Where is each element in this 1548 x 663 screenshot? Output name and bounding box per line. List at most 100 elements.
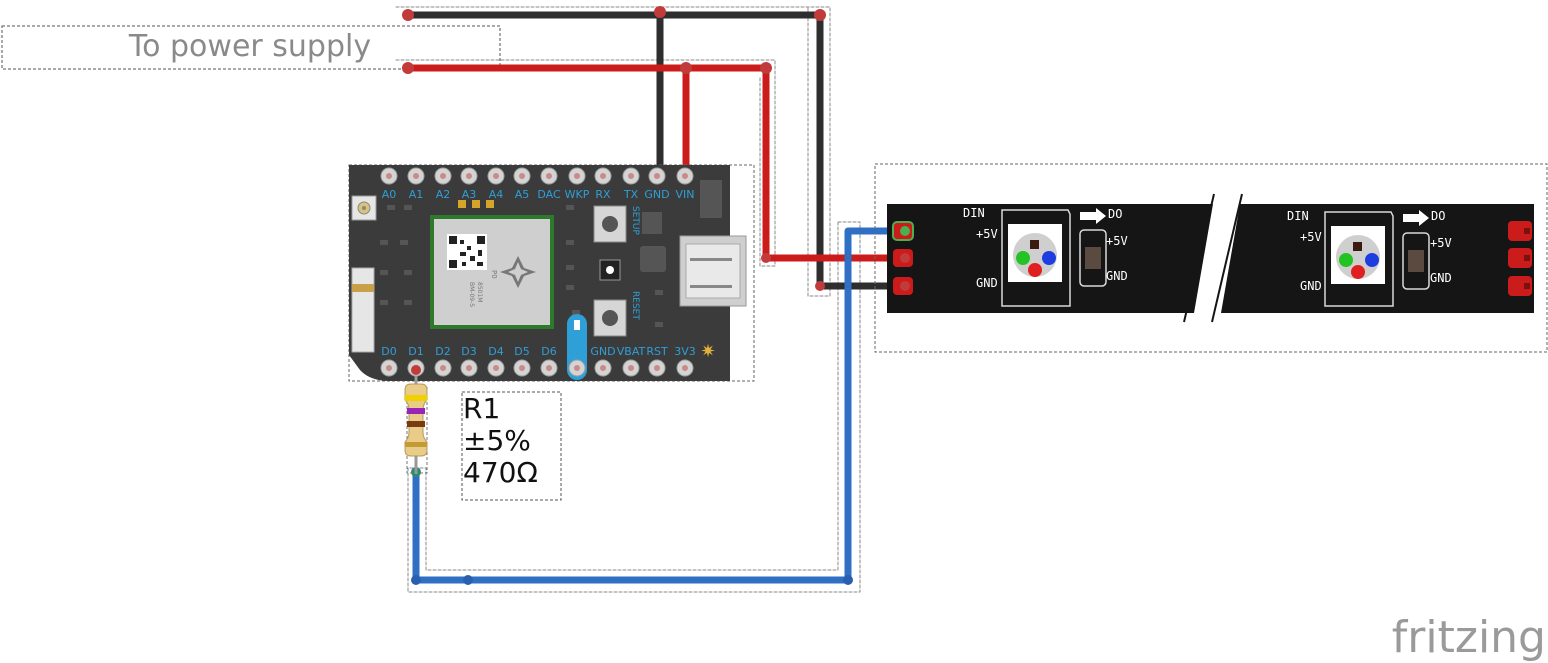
resistor-r1[interactable] <box>404 365 428 474</box>
bottom-pin-d4[interactable]: D4 <box>487 345 505 377</box>
plus5v-right-label: +5V <box>1430 236 1452 250</box>
module-label-serial: BM-09-S <box>468 282 475 307</box>
pin-contact <box>413 173 419 179</box>
pin-label: 3V3 <box>674 345 696 358</box>
plus5v-left-label: +5V <box>976 227 998 241</box>
pin-label: VIN <box>676 188 695 201</box>
top-pin-vin[interactable]: VIN <box>676 167 695 201</box>
gnd-left-label: GND <box>976 276 998 290</box>
resistor-value: 470Ω <box>463 456 538 489</box>
ground-wire[interactable] <box>404 11 909 290</box>
module-label-part: 8501M <box>476 282 483 302</box>
wire-joints <box>402 6 853 585</box>
pin-label: A4 <box>489 188 504 201</box>
pin-label: A0 <box>382 188 397 201</box>
pin-contact <box>519 365 525 371</box>
bottom-pin-gnd[interactable]: GND <box>590 345 616 377</box>
antenna-connector <box>351 195 377 221</box>
top-pin-rx[interactable]: RX <box>594 167 612 201</box>
bottom-pin-3v3[interactable]: 3V3 <box>674 345 696 377</box>
top-pin-dac[interactable]: DAC <box>537 167 561 201</box>
pin-contact <box>682 365 688 371</box>
do-label: DO <box>1108 207 1122 221</box>
pin-label: D7 <box>569 345 584 358</box>
usb-port <box>679 235 747 307</box>
strip-output-pads <box>1508 221 1532 296</box>
module-label-model: P0 <box>490 270 498 279</box>
ground-wire-outline <box>395 5 831 297</box>
led-1-blue <box>1042 251 1056 265</box>
pin-contact <box>654 173 660 179</box>
bottom-pin-d0[interactable]: D0 <box>380 345 398 377</box>
fritzing-logo: fritzing <box>1392 612 1546 663</box>
d7-led-chip <box>574 320 580 330</box>
plus5v-left-label: +5V <box>1300 230 1322 244</box>
pin-label: D1 <box>408 345 423 358</box>
setup-button[interactable] <box>593 205 627 243</box>
bottom-pin-d7[interactable]: D7 <box>568 345 586 377</box>
top-pin-a0[interactable]: A0 <box>380 167 398 201</box>
photon-board[interactable]: P0 8501M BM-09-S SETUP RESET <box>348 164 755 382</box>
pin-contact <box>466 365 472 371</box>
bottom-pin-vbat[interactable]: VBAT <box>617 345 646 377</box>
top-pin-gnd[interactable]: GND <box>644 167 670 201</box>
top-pin-a5[interactable]: A5 <box>513 167 531 201</box>
led-strip[interactable]: DIN DO +5V GND +5V GND DIN DO +5V GND +5… <box>874 163 1548 353</box>
power-supply-note[interactable]: To power supply <box>1 25 501 70</box>
top-pin-a3[interactable]: A3 <box>460 167 478 201</box>
do-label: DO <box>1431 209 1445 223</box>
power-wire-outline <box>395 59 776 267</box>
pin-contact <box>440 365 446 371</box>
led-1-red <box>1028 263 1042 277</box>
pin-contact <box>386 365 392 371</box>
resistor-name: R1 <box>463 392 500 425</box>
pin-label: RST <box>646 345 668 358</box>
pin-label: D0 <box>381 345 396 358</box>
top-pin-tx[interactable]: TX <box>622 167 640 201</box>
top-pin-wkp[interactable]: WKP <box>565 167 590 201</box>
din-label: DIN <box>1287 209 1309 223</box>
led-2-blue <box>1365 253 1379 267</box>
bottom-pin-d2[interactable]: D2 <box>434 345 452 377</box>
pin-contact <box>386 173 392 179</box>
pin-label: RX <box>595 188 611 201</box>
pin-contact <box>654 365 660 371</box>
bottom-pin-d3[interactable]: D3 <box>460 345 478 377</box>
pin-contact <box>546 365 552 371</box>
data-wire-outline <box>407 221 861 593</box>
pin-label: D3 <box>461 345 476 358</box>
pin-label: A1 <box>409 188 424 201</box>
top-pin-a1[interactable]: A1 <box>407 167 425 201</box>
power-indicator-icon: ✷ <box>700 341 715 362</box>
pin-contact <box>574 173 580 179</box>
top-pin-a2[interactable]: A2 <box>434 167 452 201</box>
gnd-right-label: GND <box>1106 269 1128 283</box>
data-direction-arrow-icon <box>1080 208 1106 224</box>
bottom-pin-d6[interactable]: D6 <box>540 345 558 377</box>
power-wire[interactable] <box>404 64 909 262</box>
pin-contact <box>493 365 499 371</box>
bottom-pin-rst[interactable]: RST <box>646 345 668 377</box>
pin-label: TX <box>623 188 639 201</box>
led-1-green <box>1016 251 1030 265</box>
wifi-module: P0 8501M BM-09-S <box>430 215 554 329</box>
gold-pads <box>458 200 494 208</box>
bottom-pin-d5[interactable]: D5 <box>513 345 531 377</box>
setup-label: SETUP <box>630 206 640 235</box>
top-pin-a4[interactable]: A4 <box>487 167 505 201</box>
strip-wire-ends <box>900 226 910 291</box>
pin-contact <box>519 173 525 179</box>
pin-label: A5 <box>515 188 530 201</box>
reset-button[interactable] <box>593 299 627 337</box>
pin-contact <box>682 173 688 179</box>
pin-label: D2 <box>435 345 450 358</box>
wires <box>395 5 909 593</box>
board-components <box>380 180 722 327</box>
pin-label: VBAT <box>617 345 646 358</box>
reset-label: RESET <box>630 291 640 320</box>
power-supply-label: To power supply <box>128 29 371 64</box>
antenna-strip <box>351 267 375 353</box>
pin-contact <box>466 173 472 179</box>
